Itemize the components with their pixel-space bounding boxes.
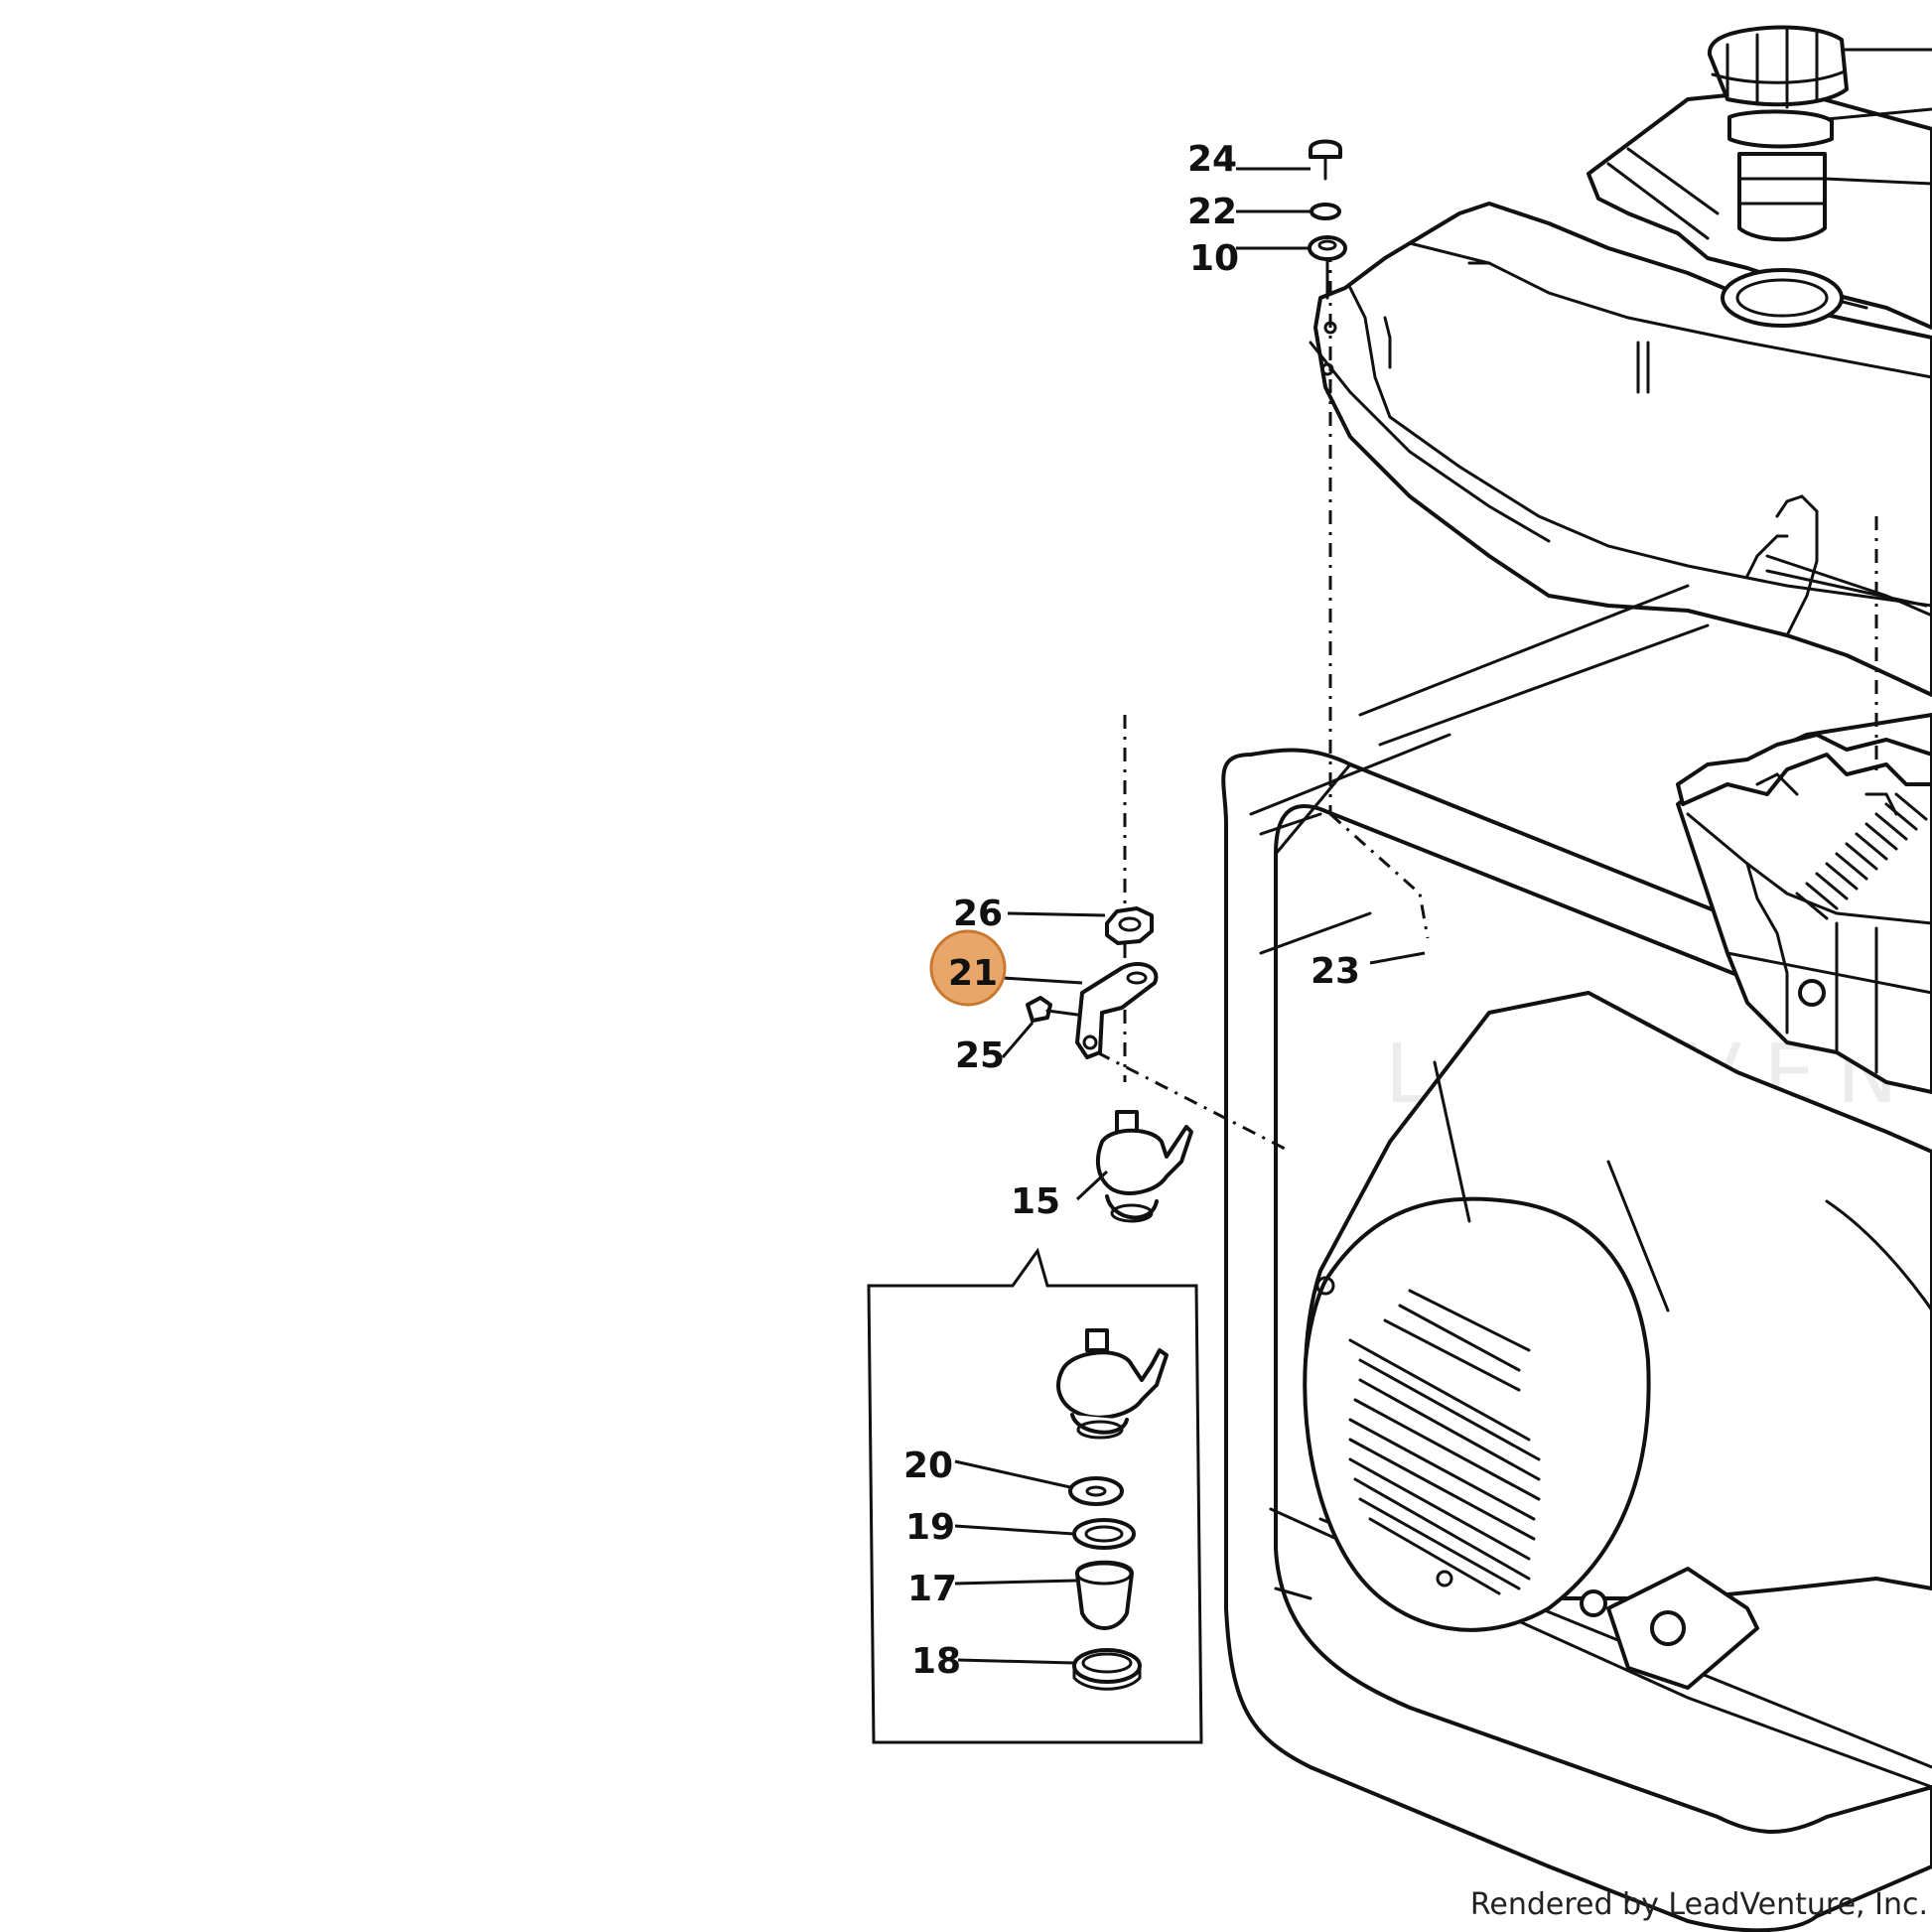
- part-25-screw: [1026, 996, 1079, 1023]
- callout-18[interactable]: 18: [911, 1641, 961, 1682]
- fuel-cap-assembly: [1708, 25, 1932, 328]
- callout-22[interactable]: 22: [1187, 192, 1237, 232]
- part-10-grommet: [1308, 235, 1347, 300]
- callout-21[interactable]: 21: [948, 953, 998, 994]
- callout-20[interactable]: 20: [903, 1446, 953, 1486]
- part-19-oring: [1072, 1518, 1136, 1550]
- assembly-centerlines: [1096, 248, 1878, 1154]
- part-15-fuel-valve: [1096, 1110, 1193, 1223]
- highlight-circle-21[interactable]: [929, 929, 1007, 1007]
- part-22-washer: [1310, 203, 1341, 220]
- part-17-filter-cup: [1075, 1560, 1134, 1630]
- part-24-bolt: [1309, 139, 1342, 181]
- part-21-bracket: [1075, 962, 1159, 1059]
- frame: [1221, 584, 1932, 1932]
- callout-19[interactable]: 19: [905, 1507, 955, 1548]
- callout-23[interactable]: 23: [1311, 951, 1360, 992]
- callout-labels: 24 22 10 26 21 25 23 15 20 19 17 18: [903, 139, 1360, 1682]
- callout-10[interactable]: 10: [1189, 238, 1239, 279]
- callout-26[interactable]: 26: [953, 894, 1003, 934]
- part-20-washer: [1068, 1476, 1124, 1506]
- callout-17[interactable]: 17: [907, 1569, 957, 1609]
- alternator: [1303, 991, 1932, 1690]
- part-26-nut: [1105, 906, 1154, 945]
- engine: [1676, 713, 1932, 1094]
- callout-25[interactable]: 25: [955, 1035, 1005, 1076]
- render-credit: Rendered by LeadVenture, Inc.: [1469, 1887, 1928, 1922]
- callout-24[interactable]: 24: [1187, 139, 1237, 180]
- leader-lines: [954, 167, 1426, 1665]
- valve-inset-box: [867, 1247, 1203, 1744]
- callout-15[interactable]: 15: [1011, 1181, 1060, 1222]
